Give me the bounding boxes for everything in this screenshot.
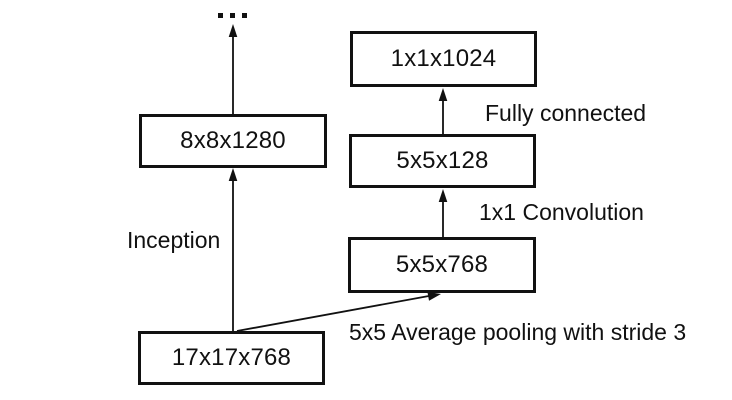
- node-5x5x128: 5x5x128: [349, 134, 536, 188]
- ellipsis-icon: [218, 13, 247, 18]
- node-1x1x1024: 1x1x1024: [350, 31, 537, 87]
- ellipsis-dot: [242, 13, 247, 18]
- node-8x8x1280: 8x8x1280: [139, 114, 327, 168]
- node-17x17x768: 17x17x768: [138, 331, 325, 385]
- label-average-pooling: 5x5 Average pooling with stride 3: [349, 319, 687, 345]
- node-5x5x768: 5x5x768: [348, 237, 536, 293]
- node-label: 5x5x768: [395, 251, 489, 278]
- node-label: 1x1x1024: [390, 45, 497, 72]
- node-label: 17x17x768: [171, 344, 292, 371]
- label-fully-connected: Fully connected: [485, 100, 647, 126]
- node-label: 8x8x1280: [180, 127, 286, 154]
- edge-fully-connected-arrow: [438, 88, 448, 134]
- edge-convolution-arrow: [438, 189, 448, 237]
- label-inception: Inception: [127, 227, 221, 253]
- label-1x1-convolution: 1x1 Convolution: [479, 199, 644, 225]
- ellipsis-dot: [218, 13, 223, 18]
- edge-inception-arrow: [228, 168, 238, 331]
- ellipsis-dot: [230, 13, 235, 18]
- edge-to-continuation-arrow: [228, 24, 238, 114]
- node-label: 5x5x128: [396, 147, 489, 174]
